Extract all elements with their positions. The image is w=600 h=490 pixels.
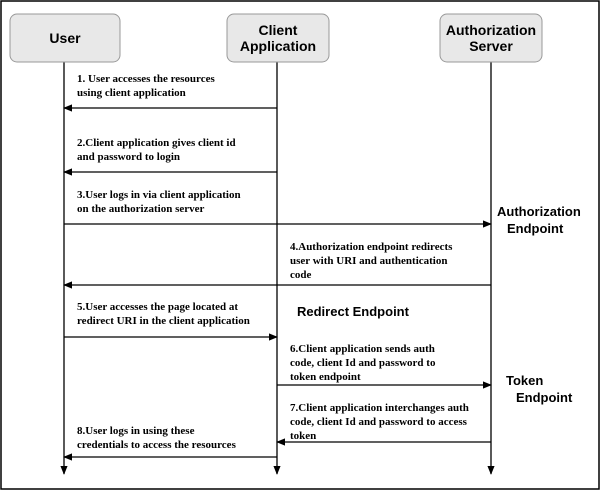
step-label-line: code, client Id and password to — [290, 357, 436, 369]
actor-label-client-line: Application — [240, 38, 316, 54]
step-label-line: and password to login — [77, 151, 180, 163]
step-label-line: on the authorization server — [77, 203, 205, 215]
actor-box-user — [9, 13, 121, 63]
endpoint-label-line: Token — [506, 373, 543, 388]
step-label-line: user with URI and authentication — [290, 255, 448, 267]
step-label: 3.User logs in via client application on … — [77, 189, 241, 215]
step-label: 8.User logs in using these credentials to… — [77, 425, 237, 451]
step-label-line: token — [290, 430, 316, 442]
actor-box-server — [439, 13, 543, 63]
step-label-line: credentials to access the resources — [77, 439, 237, 451]
step-label: 5.User accesses the page located at redir… — [77, 301, 250, 327]
actor-label-user-line: User — [49, 30, 81, 46]
step-label-line: code, client Id and password to access — [290, 416, 468, 428]
step-label-line: 1. User accesses the resources — [77, 73, 215, 85]
step-label: 4.Authorization endpoint redirects user w… — [290, 241, 453, 281]
actor-label-client-line: Client — [259, 22, 298, 38]
step-label-line: 8.User logs in using these — [77, 425, 195, 437]
step-label-line: 2.Client application gives client id — [77, 137, 236, 149]
step-label-line: 4.Authorization endpoint redirects — [290, 241, 453, 253]
step-label: 2.Client application gives client id and … — [77, 137, 236, 163]
step-label: 7.Client application interchanges auth co… — [290, 402, 469, 442]
step-label: 6.Client application sends auth code, cli… — [290, 343, 436, 383]
endpoint-label-line: Endpoint — [507, 221, 564, 236]
step-label: 1. User accesses the resources using clie… — [77, 73, 215, 99]
endpoint-label-line: Endpoint — [516, 390, 573, 405]
step-label-line: code — [290, 269, 312, 281]
step-label-line: 6.Client application sends auth — [290, 343, 435, 355]
step-label-line: 3.User logs in via client application — [77, 189, 241, 201]
step-label-line: 7.Client application interchanges auth — [290, 402, 469, 414]
actor-label-user: User — [49, 30, 81, 46]
endpoint-label: Redirect Endpoint — [297, 304, 410, 319]
step-label-line: token endpoint — [290, 371, 361, 383]
step-label-line: using client application — [77, 87, 186, 99]
actor-label-server-line: Authorization — [446, 22, 536, 38]
step-label-line: redirect URI in the client application — [77, 315, 250, 327]
endpoint-label-line: Authorization — [497, 204, 581, 219]
actor-label-server-line: Server — [469, 38, 513, 54]
step-label-line: 5.User accesses the page located at — [77, 301, 238, 313]
endpoint-label-line: Redirect Endpoint — [297, 304, 410, 319]
actor-box-client — [226, 13, 330, 63]
